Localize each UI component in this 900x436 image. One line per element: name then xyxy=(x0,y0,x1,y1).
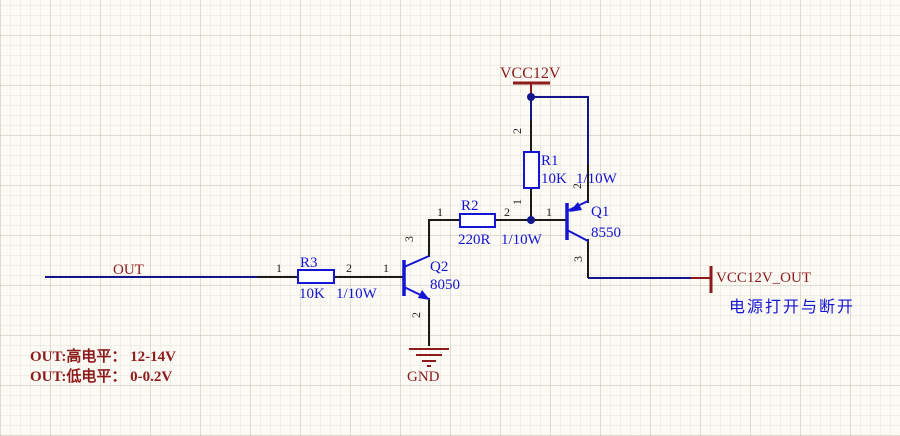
net-label-vcc12v: VCC12V xyxy=(500,65,561,82)
junction-dot-base xyxy=(527,216,535,224)
r3-pin2-number: 2 xyxy=(346,261,352,275)
q1-pnp-arrow-icon xyxy=(569,202,582,212)
q1-ref-label: Q1 xyxy=(591,204,609,220)
net-label-vcc12v-out: VCC12V_OUT xyxy=(716,270,811,286)
r2-value-label: 220R xyxy=(458,232,491,248)
q2-npn-arrow-icon xyxy=(418,290,430,300)
q1-value-label: 8550 xyxy=(591,225,621,241)
r1-body xyxy=(523,151,540,189)
wire-vcc-to-q1-emitter xyxy=(531,96,589,166)
q2-pin2-number: 2 xyxy=(409,312,423,318)
r1-rating-label: 1/10W xyxy=(576,171,618,187)
q2-pin3-number: 3 xyxy=(402,236,416,242)
r2-pin1-number: 1 xyxy=(437,205,443,219)
r2-body xyxy=(459,213,496,228)
q1-pin3-number: 3 xyxy=(571,256,585,262)
q1-pin2-number: 2 xyxy=(570,183,584,189)
q2-value-label: 8050 xyxy=(430,277,460,293)
q1-pin1-number: 1 xyxy=(546,205,552,219)
r1-ref-label: R1 xyxy=(541,153,559,169)
r3-body xyxy=(297,269,335,284)
q2-symbol xyxy=(402,255,430,300)
r1-pin1-number: 1 xyxy=(510,199,524,205)
r2-rating-label: 1/10W xyxy=(501,232,543,248)
net-label-out: OUT xyxy=(113,262,144,278)
junction-dot-top xyxy=(527,93,535,101)
gnd-symbol-icon xyxy=(409,348,449,367)
r2-pin2-number: 2 xyxy=(504,205,510,219)
q2-pin1-number: 1 xyxy=(383,261,389,275)
q2-ref-label: Q2 xyxy=(430,259,448,275)
r2-pin1-to-q2-collector xyxy=(428,219,460,257)
r3-value-label: 10K xyxy=(299,286,325,302)
r3-pin1-number: 1 xyxy=(276,261,282,275)
note-power-switch: 电源打开与断开 xyxy=(729,298,855,316)
r2-ref-label: R2 xyxy=(461,198,479,214)
note-out-high: OUT:高电平： 12-14V xyxy=(30,347,176,365)
q1-symbol xyxy=(565,200,589,242)
r3-rating-label: 1/10W xyxy=(336,286,378,302)
note-out-low: OUT:低电平： 0-0.2V xyxy=(30,367,172,385)
r3-ref-label: R3 xyxy=(300,255,318,271)
r1-pin2-number: 2 xyxy=(510,128,524,134)
r1-value-label: 10K xyxy=(541,171,567,187)
net-label-gnd: GND xyxy=(407,369,440,385)
